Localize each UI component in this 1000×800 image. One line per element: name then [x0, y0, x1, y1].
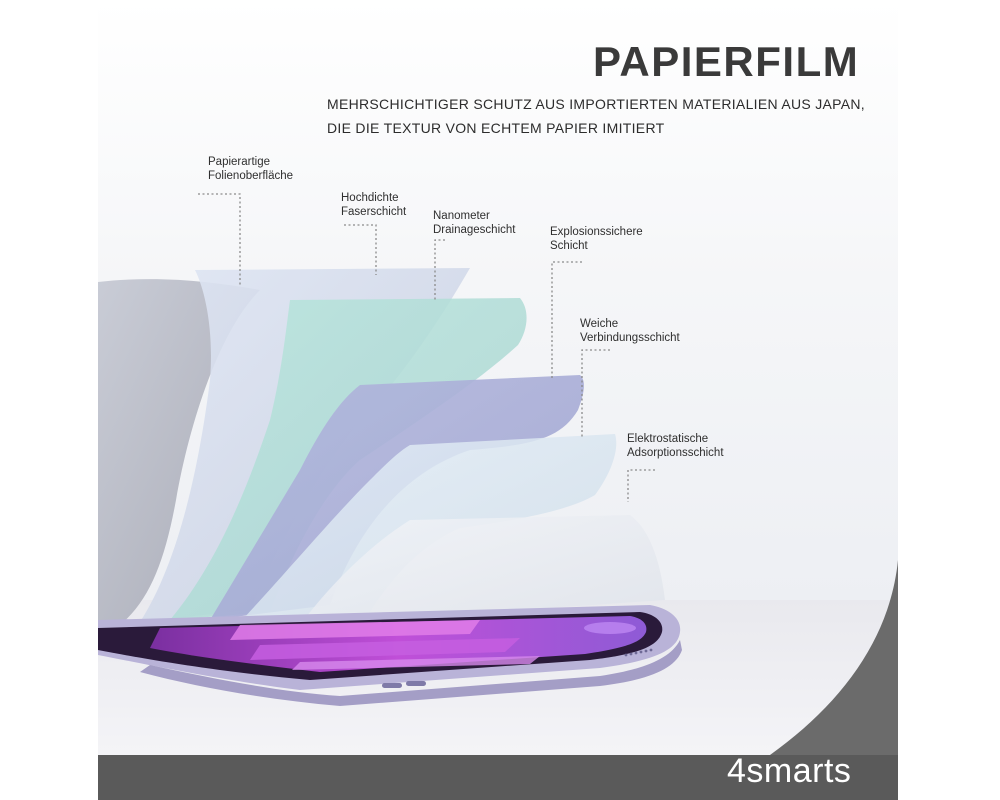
- footer-band: [98, 755, 898, 800]
- layer-label-line: Folienoberfläche: [208, 170, 294, 182]
- layer-label-line: Schicht: [550, 240, 588, 252]
- layer-label-line: Adsorptionsschicht: [627, 447, 724, 459]
- layer-label-elektrostatische: Elektrostatische Adsorptionsschicht: [627, 432, 724, 460]
- screen-oval: [584, 622, 636, 634]
- layer-label-line: Papierartige: [208, 156, 271, 168]
- layer-label-papierartige: Papierartige Folienoberfläche: [208, 155, 293, 183]
- layer-label-line: Weiche: [580, 318, 619, 330]
- leader-line-1: [198, 193, 241, 285]
- layer-label-line: Verbindungsschicht: [580, 332, 680, 344]
- layer-label-explosionssichere: Explosionssichere Schicht: [550, 225, 643, 253]
- screen-bar-3: [292, 656, 540, 670]
- leader-lines: [198, 193, 655, 502]
- layer-label-weiche: Weiche Verbindungsschicht: [580, 317, 680, 345]
- layer-label-nanometer: Nanometer Drainageschicht: [433, 209, 515, 237]
- tablet-edge: [140, 640, 682, 706]
- page-title: PAPIERFILM: [593, 38, 860, 85]
- volume-button-2: [406, 681, 426, 686]
- screen-bar-1: [230, 620, 480, 640]
- layer-label-line: Hochdichte: [341, 192, 399, 204]
- brand-logo: 4smarts: [727, 752, 852, 790]
- volume-button-1: [382, 683, 402, 688]
- speaker-grille: [624, 648, 653, 657]
- leader-line-3: [434, 239, 445, 300]
- layer-label-line: Elektrostatische: [627, 433, 709, 445]
- leader-line-6: [627, 469, 655, 502]
- subtitle-line-2: DIE DIE TEXTUR VON ECHTEM PAPIER IMITIER…: [327, 120, 665, 136]
- layer-label-line: Faserschicht: [341, 206, 407, 218]
- screen-bar-2: [250, 638, 520, 660]
- page-subtitle: MEHRSCHICHTIGER SCHUTZ AUS IMPORTIERTEN …: [327, 92, 865, 140]
- subtitle-line-1: MEHRSCHICHTIGER SCHUTZ AUS IMPORTIERTEN …: [327, 96, 865, 112]
- leader-line-4: [551, 261, 582, 378]
- layer-elektrostatische: [300, 515, 665, 625]
- corner-swoosh: [770, 560, 898, 755]
- layer-label-line: Explosionssichere: [550, 226, 643, 238]
- layer-label-hochdichte: Hochdichte Faserschicht: [341, 191, 406, 219]
- leader-line-5: [581, 349, 610, 438]
- leader-line-2: [344, 224, 377, 275]
- layer-label-line: Drainageschicht: [433, 224, 516, 236]
- layer-papierartige: [98, 279, 260, 625]
- layer-label-line: Nanometer: [433, 210, 490, 222]
